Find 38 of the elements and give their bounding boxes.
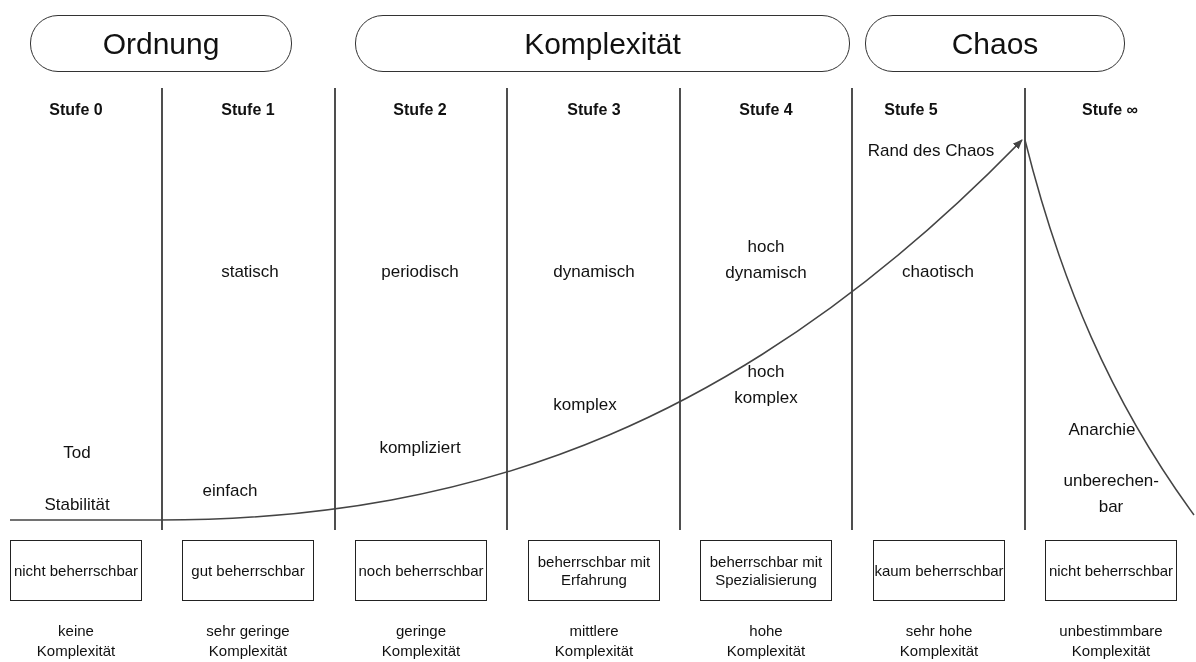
level-heading: Stufe 3 — [567, 100, 621, 120]
curve-label: hoch dynamisch — [724, 235, 808, 283]
level-heading: Stufe 5 — [884, 100, 938, 120]
category-pill: Ordnung — [30, 15, 292, 72]
rating-box: beherrschbar mit Erfahrung — [528, 540, 660, 601]
rating-box: kaum beherrschbar — [873, 540, 1005, 601]
rating-box: nicht beherrschbar — [10, 540, 142, 601]
level-heading: Stufe ∞ — [1082, 100, 1138, 120]
curve-label: kompliziert — [379, 437, 461, 460]
rating-box: beherrschbar mit Spezialisierung — [700, 540, 832, 601]
curve-label: hoch komplex — [733, 360, 799, 408]
complexity-label: hohe Komplexität — [725, 620, 807, 660]
complexity-label: mittlere Komplexität — [553, 620, 635, 660]
category-pill: Chaos — [865, 15, 1125, 72]
curve-label: statisch — [221, 261, 279, 284]
level-heading: Stufe 1 — [221, 100, 275, 120]
curve-label: unberechen- bar — [1063, 469, 1159, 517]
curve-label: Anarchie — [1068, 419, 1136, 442]
curve-label: chaotisch — [902, 261, 974, 284]
curve-label: dynamisch — [553, 261, 635, 284]
rating-box: gut beherrschbar — [182, 540, 314, 601]
complexity-label: sehr hohe Komplexität — [898, 620, 980, 660]
curve-label: periodisch — [381, 261, 459, 284]
level-heading: Stufe 4 — [739, 100, 793, 120]
rating-box: noch beherrschbar — [355, 540, 487, 601]
complexity-label: sehr geringe Komplexität — [205, 620, 291, 660]
category-pill: Komplexität — [355, 15, 850, 72]
curve-label: Stabilität — [44, 494, 110, 517]
complexity-label: keine Komplexität — [35, 620, 117, 660]
level-heading: Stufe 0 — [49, 100, 103, 120]
curve-label: komplex — [553, 394, 617, 417]
curve-label: einfach — [202, 480, 258, 503]
curve-label: Rand des Chaos — [867, 140, 995, 163]
curve-label: Tod — [63, 442, 91, 465]
level-heading: Stufe 2 — [393, 100, 447, 120]
complexity-label: geringe Komplexität — [380, 620, 462, 660]
rating-box: nicht beherrschbar — [1045, 540, 1177, 601]
complexity-label: unbestimmbare Komplexität — [1058, 620, 1164, 660]
